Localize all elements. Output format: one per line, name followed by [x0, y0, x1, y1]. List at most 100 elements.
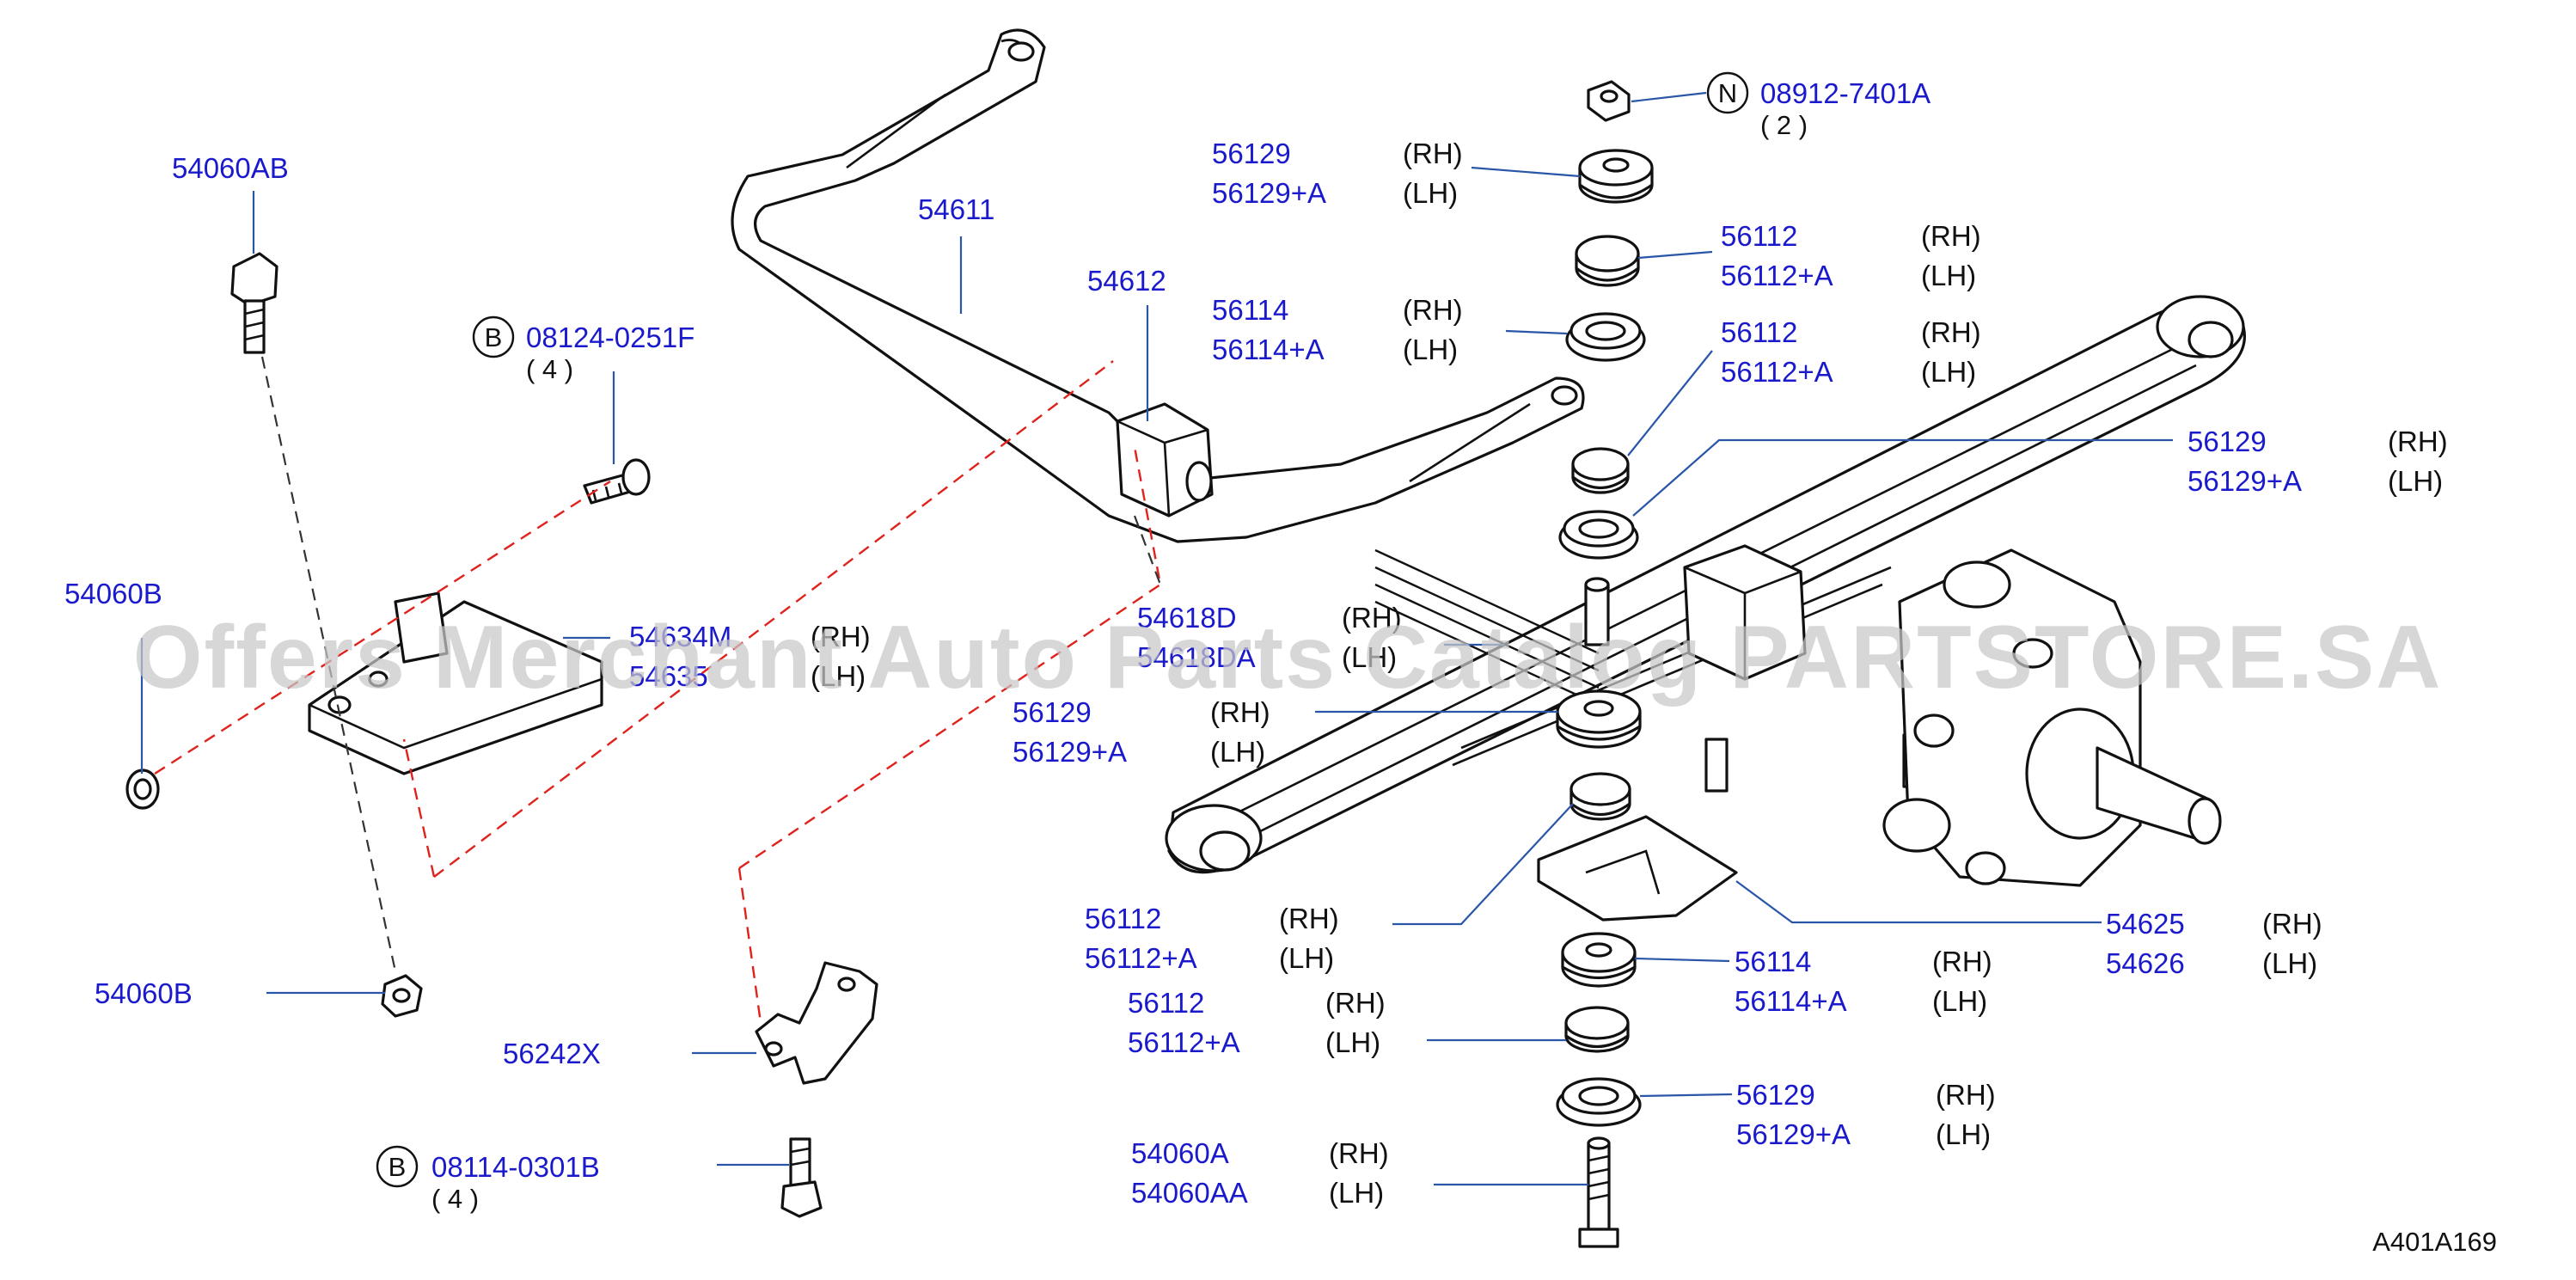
stabilizer-bar-drawing[interactable] [731, 28, 1585, 543]
callout-56112-d-rh[interactable]: 56112 [1128, 987, 1204, 1019]
callout-54635-lh[interactable]: 54635 [629, 660, 708, 692]
bushing-56112-a-drawing[interactable] [1575, 235, 1640, 287]
side-54060aa-lh: (LH) [1329, 1177, 1384, 1209]
side-56112-d-lh: (LH) [1325, 1026, 1380, 1058]
callout-54060b-top[interactable]: 54060B [64, 578, 162, 609]
washer-56129-d-drawing[interactable] [1556, 1077, 1642, 1127]
washer-56114-a-drawing[interactable] [1565, 312, 1646, 362]
callout-54626-lh[interactable]: 54626 [2106, 947, 2185, 979]
side-56112-a-rh: (RH) [1921, 220, 1981, 252]
bar-axis-dash [1133, 515, 1162, 585]
callout-56112-c-lh[interactable]: 56112+A [1085, 942, 1197, 974]
washer-56129-b-drawing[interactable] [1558, 510, 1639, 560]
callout-56129-d-rh[interactable]: 56129 [1736, 1079, 1815, 1111]
side-54618da-lh: (LH) [1342, 641, 1397, 673]
callout-56129-b-rh[interactable]: 56129 [2187, 426, 2267, 457]
symbol-n-letter: N [1718, 78, 1737, 108]
nut-08912-7401a-drawing[interactable] [1587, 80, 1631, 122]
qty-08124-0251f: ( 4 ) [526, 354, 573, 384]
callout-56114-a-rh[interactable]: 56114 [1212, 294, 1288, 326]
bushing-56112-b-drawing[interactable] [1571, 447, 1630, 494]
callout-54060aa-lh[interactable]: 54060AA [1131, 1177, 1248, 1209]
symbol-b-letter-2: B [389, 1152, 407, 1182]
symbol-n-circle [1706, 71, 1749, 114]
nut-54060b-top-drawing[interactable] [125, 769, 160, 810]
callout-54618d-rh[interactable]: 54618D [1137, 602, 1237, 634]
callout-54060ab[interactable]: 54060AB [172, 152, 289, 184]
side-54060a-rh: (RH) [1329, 1137, 1389, 1169]
callout-56112-a-rh[interactable]: 56112 [1721, 220, 1797, 252]
callout-08114-0301b[interactable]: 08114-0301B [431, 1151, 600, 1183]
callout-56114-b-lh[interactable]: 56114+A [1735, 985, 1847, 1017]
watermark: Offers Merchant Auto Parts Catalog PARTS… [133, 608, 2443, 707]
callout-54618da-lh[interactable]: 54618DA [1137, 641, 1256, 673]
side-56112-b-lh: (LH) [1921, 356, 1976, 388]
callout-56129-b-lh[interactable]: 56129+A [2187, 465, 2302, 497]
stabilizer-bushing-drawing[interactable] [1116, 402, 1214, 518]
plate-54625-drawing[interactable] [1537, 815, 1738, 922]
side-56129-a-rh: (RH) [1403, 138, 1463, 169]
side-56112-a-lh: (LH) [1921, 260, 1976, 291]
red-dash-5 [737, 867, 762, 1024]
callout-56112-a-lh[interactable]: 56112+A [1721, 260, 1833, 291]
nut-54060b-bottom-drawing[interactable] [381, 974, 423, 1018]
callout-54612[interactable]: 54612 [1087, 265, 1166, 297]
callout-54611[interactable]: 54611 [918, 193, 994, 225]
stud-drawing[interactable] [1584, 577, 1610, 646]
bolt-54060a-drawing[interactable] [1578, 1136, 1619, 1248]
callout-56129-c-rh[interactable]: 56129 [1013, 696, 1092, 728]
side-56114-b-lh: (LH) [1932, 985, 1987, 1017]
qty-08114-0301b: ( 4 ) [431, 1184, 479, 1214]
bushing-56112-c-drawing[interactable] [1569, 772, 1631, 821]
callout-56112-d-lh[interactable]: 56112+A [1128, 1026, 1240, 1058]
callout-54625-rh[interactable]: 54625 [2106, 908, 2185, 940]
side-56114-a-rh: (RH) [1403, 294, 1463, 326]
callout-54060a-rh[interactable]: 54060A [1131, 1137, 1229, 1169]
washer-56114-b-drawing[interactable] [1561, 932, 1637, 988]
callout-56129-a-lh[interactable]: 56129+A [1212, 177, 1326, 209]
callout-54060b-bottom[interactable]: 54060B [95, 977, 193, 1009]
symbol-b-circle [472, 315, 515, 358]
callout-56112-b-lh[interactable]: 56112+A [1721, 356, 1833, 388]
callout-08912-7401a[interactable]: 08912-7401A [1760, 77, 1930, 109]
side-56112-d-rh: (RH) [1325, 987, 1386, 1019]
callout-56129-d-lh[interactable]: 56129+A [1736, 1118, 1851, 1150]
red-dash-3 [402, 738, 436, 878]
clamp-56242x-drawing[interactable] [755, 961, 878, 1085]
bolt-54060ab-drawing[interactable] [230, 252, 278, 354]
side-56129-b-lh: (LH) [2388, 465, 2443, 497]
side-54625-rh: (RH) [2262, 908, 2322, 940]
side-56129-c-lh: (LH) [1210, 736, 1265, 768]
side-54634m-rh: (RH) [811, 621, 871, 652]
callout-56114-b-rh[interactable]: 56114 [1735, 946, 1811, 977]
callout-56129-c-lh[interactable]: 56129+A [1013, 736, 1127, 768]
side-56129-a-lh: (LH) [1403, 177, 1458, 209]
side-56129-c-rh: (RH) [1210, 696, 1270, 728]
axle-knuckle-drawing[interactable] [1882, 548, 2222, 887]
diagram-code: A401A169 [2372, 1227, 2497, 1257]
bushing-56129-c-drawing[interactable] [1556, 689, 1642, 749]
bolt-08124-0251f-drawing[interactable] [583, 458, 651, 505]
side-56129-b-rh: (RH) [2388, 426, 2448, 457]
red-dash-4 [738, 446, 1162, 869]
red-dash-2 [433, 360, 1114, 878]
bushing-56129-a-drawing[interactable] [1578, 149, 1654, 204]
side-54626-lh: (LH) [2262, 947, 2317, 979]
side-56114-b-rh: (RH) [1932, 946, 1992, 977]
side-54618d-rh: (RH) [1342, 602, 1402, 634]
callout-54634m-rh[interactable]: 54634M [629, 621, 731, 652]
bolt-08114-0301b-drawing[interactable] [780, 1137, 823, 1218]
callout-56112-b-rh[interactable]: 56112 [1721, 316, 1797, 348]
callout-56112-c-rh[interactable]: 56112 [1085, 903, 1161, 934]
side-56112-c-rh: (RH) [1279, 903, 1339, 934]
callout-56242x[interactable]: 56242X [503, 1038, 601, 1069]
callout-56129-a-rh[interactable]: 56129 [1212, 138, 1291, 169]
side-54635-lh: (LH) [811, 660, 866, 692]
callout-08124-0251f[interactable]: 08124-0251F [526, 322, 694, 353]
callout-56114-a-lh[interactable]: 56114+A [1212, 334, 1325, 365]
symbol-b-circle-2 [376, 1145, 419, 1188]
bushing-56112-d-drawing[interactable] [1564, 1006, 1630, 1053]
side-56112-b-rh: (RH) [1921, 316, 1981, 348]
